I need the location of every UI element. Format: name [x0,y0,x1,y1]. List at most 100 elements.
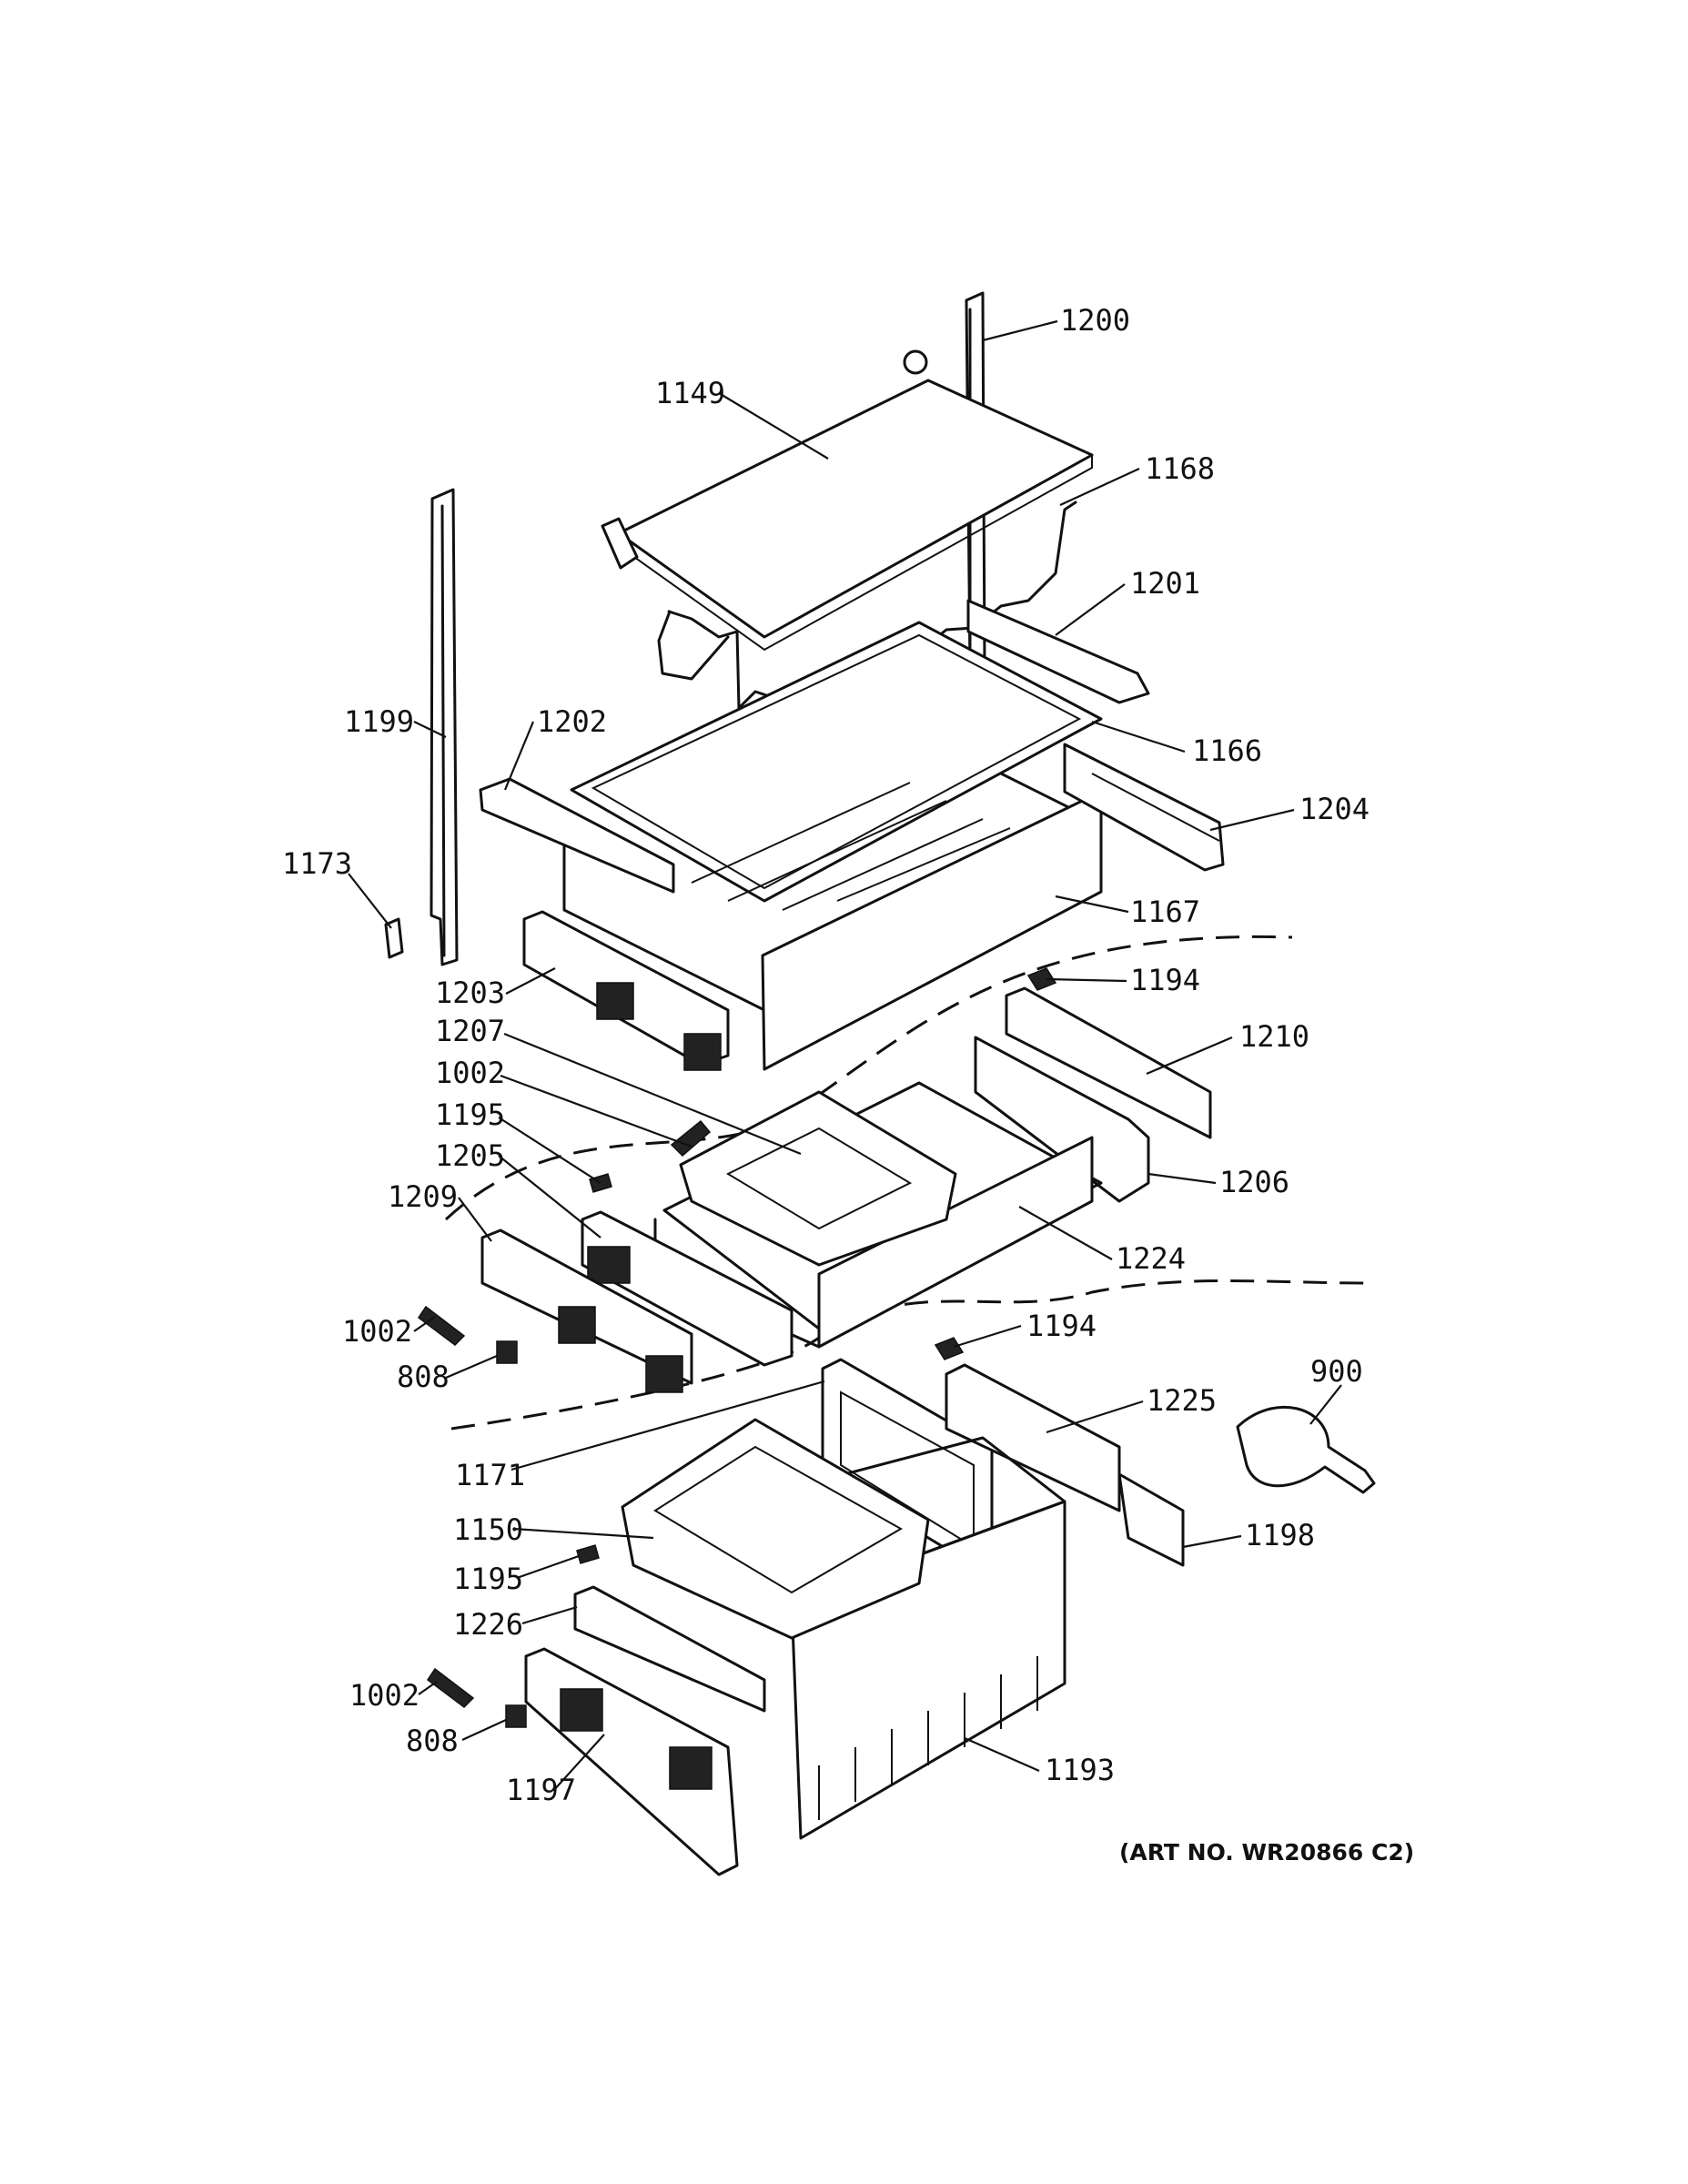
leader-1166 [1091,720,1186,753]
callout-1203: 1203 [435,976,505,1010]
callout-1195a: 1195 [435,1097,505,1132]
leader-1149 [718,392,829,460]
leader-1225 [1046,1400,1144,1434]
rod-1002-middle [417,1305,466,1346]
leader-1150 [512,1527,654,1540]
leader-1210 [1146,1036,1233,1076]
slide-1209-block-b [645,1355,683,1393]
leader-1226 [521,1605,578,1625]
callout-1204: 1204 [1299,792,1370,826]
glass-panel-1166 [570,621,1103,903]
cap-808-lower [505,1704,527,1728]
clip-1194-upper [1026,967,1057,991]
rod-1002-lower [426,1667,475,1708]
callout-1205: 1205 [435,1138,505,1173]
callout-1197: 1197 [506,1773,576,1807]
leader-1194a [1046,977,1127,983]
callout-1194b: 1194 [1026,1309,1097,1343]
bracket-1205-block [587,1246,631,1284]
leader-1167 [1055,895,1129,914]
slide-1203-block-b [683,1033,722,1071]
leader-1204 [1209,808,1295,832]
slide-1198 [1117,1472,1185,1567]
callout-1210: 1210 [1239,1019,1309,1054]
callout-1202: 1202 [537,704,607,739]
callout-808a: 808 [397,1360,450,1394]
leader-1194b [953,1324,1022,1349]
slide-1197-block-a [560,1688,603,1732]
rail-1199 [430,488,459,966]
leader-1002a [500,1074,692,1148]
callout-1198: 1198 [1245,1518,1315,1552]
leader-1201 [1055,583,1126,636]
bin-1207-inner [725,1127,913,1230]
callout-900: 900 [1310,1354,1363,1389]
callout-1206: 1206 [1219,1165,1289,1199]
clip-1173 [384,917,404,959]
bracket-1205 [581,1210,793,1367]
callout-1193: 1193 [1045,1753,1115,1787]
leader-1195b [516,1554,580,1580]
bin-1193-vents [818,1656,1038,1820]
scoop-900 [1236,1405,1376,1494]
leader-1193 [964,1736,1040,1773]
art-number: (ART NO. WR20866 C2) [1119,1839,1414,1866]
clip-1195-lower [576,1544,600,1564]
callout-1171: 1171 [455,1458,525,1492]
drawer-1167-front [761,790,1103,1071]
shelf-end-cap-right [903,349,928,375]
callout-1209: 1209 [388,1179,458,1214]
callout-1226: 1226 [453,1607,523,1642]
cap-808-upper [496,1340,518,1364]
callout-1201: 1201 [1130,566,1200,601]
leader-1173 [348,873,392,929]
callout-1149: 1149 [655,376,725,410]
bin-1150 [621,1418,930,1640]
leader-900 [1309,1384,1342,1425]
callout-1002a: 1002 [435,1056,505,1090]
leader-1171 [510,1380,825,1471]
slide-1204 [1063,743,1225,872]
leader-1206 [1147,1172,1217,1185]
rod-1002-upper [670,1119,712,1158]
callout-1002b: 1002 [342,1314,412,1349]
leader-1002b [413,1316,436,1332]
callout-1150: 1150 [453,1512,523,1547]
drawer-1224-front [817,1136,1094,1349]
leader-1202 [503,721,535,791]
slide-1203-block-a [596,982,634,1020]
leader-1224 [1018,1206,1113,1260]
leader-1199 [413,721,447,738]
leader-1195a [498,1117,601,1184]
leader-1205 [498,1155,601,1239]
callout-808b: 808 [406,1724,459,1758]
leader-1207 [503,1032,802,1156]
leader-1168 [1059,468,1140,506]
drawer-frame-1202 [479,777,675,894]
callout-1002c: 1002 [349,1678,419,1713]
drawer-1167-grid [691,782,1011,911]
bracket-1206 [974,1036,1150,1203]
bin-1207 [679,1090,957,1267]
slide-1197-block-b [669,1746,713,1790]
callout-1173: 1173 [282,846,352,881]
bin-1150-inner [653,1445,904,1594]
leader-1002c [418,1681,438,1695]
frame-1168-bracket [657,610,730,681]
callout-1195b: 1195 [453,1562,523,1596]
callout-1225: 1225 [1147,1383,1217,1418]
slide-1204-detail [1091,773,1220,842]
leader-808a [445,1354,498,1380]
callout-1168: 1168 [1145,451,1215,486]
callout-1194a: 1194 [1130,963,1200,997]
leader-1200 [982,319,1058,342]
slide-1226 [573,1585,766,1713]
leader-1197 [552,1734,605,1792]
shelf-end-cap-left [601,517,639,570]
slide-1210 [1005,986,1212,1139]
leader-1198 [1182,1534,1242,1549]
leader-1203 [505,967,556,995]
callout-1207: 1207 [435,1014,505,1048]
leader-808b [461,1719,507,1741]
